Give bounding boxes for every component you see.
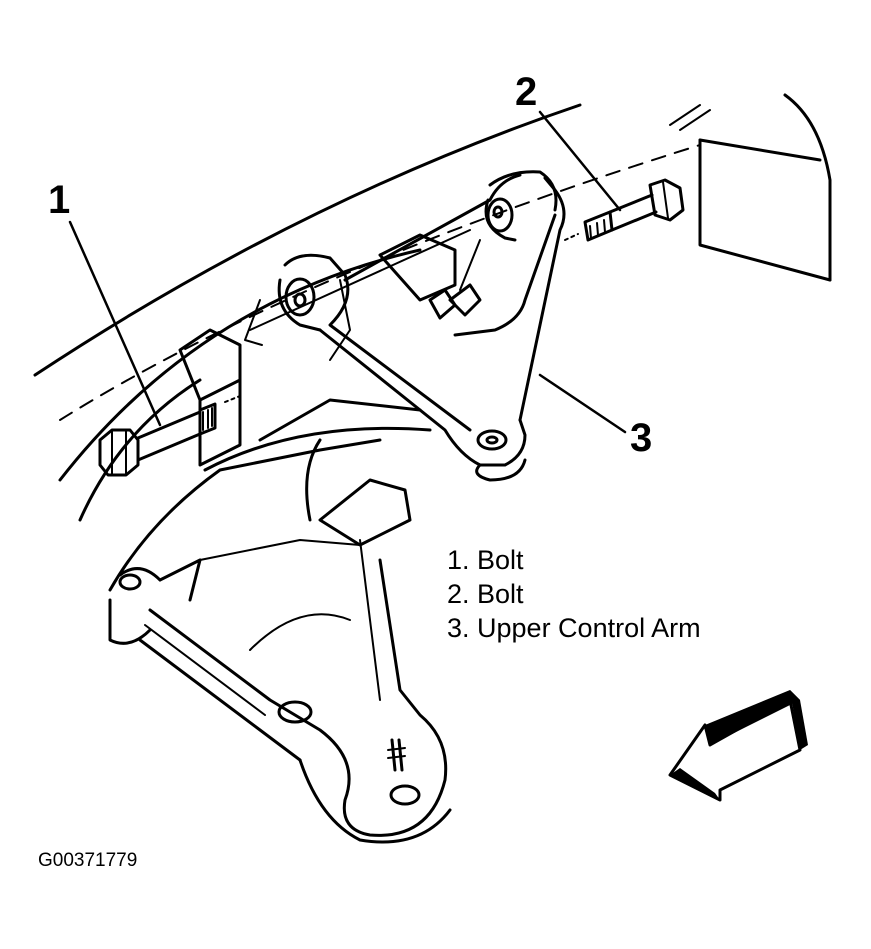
legend-item-bolt-1: 1. Bolt	[447, 545, 524, 575]
callout-number-2: 2	[515, 70, 538, 114]
frame-rail	[33, 93, 832, 522]
callout-number-1: 1	[48, 178, 71, 222]
bolt-1	[98, 395, 241, 477]
callout-1-leader	[68, 220, 162, 427]
lower-control-arm	[108, 438, 452, 844]
callout-2-leader	[538, 110, 622, 212]
callout-3-leader	[538, 373, 627, 434]
legend-item-upper-control-arm: 3. Upper Control Arm	[447, 613, 701, 643]
figure-id: G00371779	[38, 850, 138, 871]
bolt-2	[564, 178, 685, 242]
forward-direction-arrow-icon	[668, 690, 808, 802]
legend: 1. Bolt 2. Bolt 3. Upper Control Arm	[447, 543, 701, 645]
upper-control-arm	[244, 170, 566, 482]
frame-bracket	[178, 229, 471, 472]
callout-number-3: 3	[630, 416, 653, 460]
callout-leaders	[68, 110, 627, 434]
legend-item-bolt-2: 2. Bolt	[447, 579, 524, 609]
